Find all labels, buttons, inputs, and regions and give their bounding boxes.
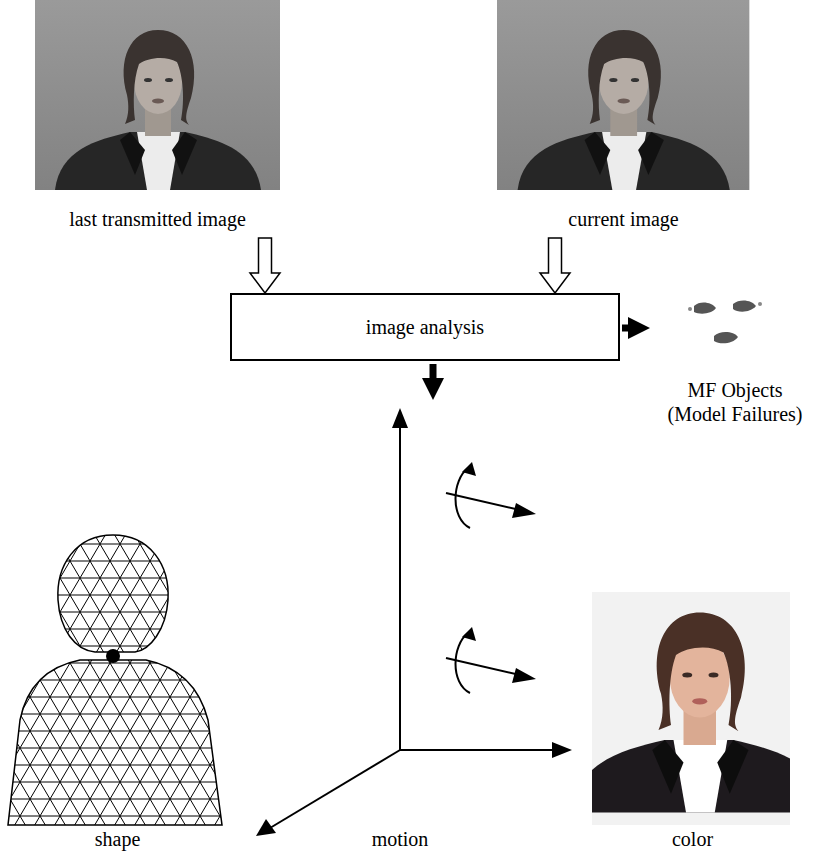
color-node: color: [590, 580, 795, 855]
model-failure-blobs: [688, 300, 762, 343]
hollow-arrow: [250, 238, 280, 293]
shape-node: shape: [0, 520, 235, 855]
node-label: MF Objects (Model Failures): [660, 378, 810, 426]
solid-arrow: [422, 364, 444, 400]
image-node: last transmitted image: [35, 0, 280, 235]
node-label: motion: [372, 827, 429, 851]
motion-arrowheads: [256, 408, 572, 836]
hollow-arrow: [540, 238, 570, 293]
node-label: image analysis: [366, 315, 484, 339]
process-box: image analysis: [230, 293, 620, 361]
motion-node: motion: [240, 400, 560, 855]
solid-arrow: [622, 317, 650, 339]
motion-axes: [270, 425, 555, 828]
current-image-photo: [497, 0, 749, 190]
node-label: shape: [95, 827, 141, 851]
last-image-photo: [35, 0, 280, 190]
color-photo: [592, 592, 790, 825]
node-label: last transmitted image: [69, 207, 246, 231]
wireframe-model: [8, 535, 222, 825]
node-label: current image: [568, 207, 679, 231]
node-label: color: [672, 827, 713, 851]
model-failure-node: MF Objects (Model Failures): [650, 290, 820, 430]
image-node: current image: [497, 0, 750, 235]
